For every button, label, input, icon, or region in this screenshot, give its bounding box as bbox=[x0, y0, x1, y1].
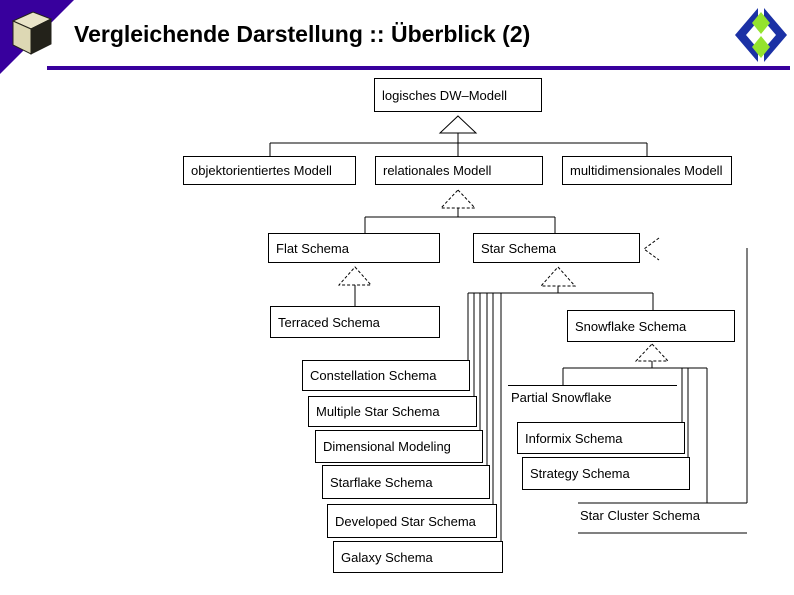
generalization-triangle-dashed bbox=[539, 266, 577, 287]
node-multiple-star-schema: Multiple Star Schema bbox=[308, 396, 477, 427]
node-star-cluster-schema: Star Cluster Schema bbox=[580, 508, 700, 523]
node-label: objektorientiertes Modell bbox=[191, 163, 332, 178]
header-divider bbox=[47, 66, 790, 70]
node-label: Developed Star Schema bbox=[335, 513, 476, 529]
node-label: Partial Snowflake bbox=[511, 390, 612, 405]
node-multidimensionales-modell: multidimensionales Modell bbox=[562, 156, 732, 185]
cube-side-face bbox=[30, 18, 52, 55]
generalization-triangle-dashed bbox=[337, 266, 373, 286]
node-label: Constellation Schema bbox=[310, 368, 437, 383]
logo-left-chevron bbox=[735, 8, 758, 62]
node-strategy-schema: Strategy Schema bbox=[522, 457, 690, 490]
node-label: relationales Modell bbox=[383, 163, 492, 178]
node-label: Flat Schema bbox=[276, 240, 349, 256]
generalization-arrowhead-dashed bbox=[643, 237, 660, 261]
cube-3d-icon bbox=[11, 11, 53, 55]
node-label: Star Cluster Schema bbox=[580, 508, 700, 523]
node-terraced-schema: Terraced Schema bbox=[270, 306, 440, 338]
node-label: Strategy Schema bbox=[530, 466, 630, 481]
node-label: Dimensional Modeling bbox=[323, 439, 451, 454]
node-partial-snowflake: Partial Snowflake bbox=[508, 385, 677, 409]
logo-green-diamond-bottom bbox=[752, 36, 770, 58]
node-snowflake-schema: Snowflake Schema bbox=[567, 310, 735, 342]
node-objektorientiertes-modell: objektorientiertes Modell bbox=[183, 156, 356, 185]
node-developed-star-schema: Developed Star Schema bbox=[327, 504, 497, 538]
node-informix-schema: Informix Schema bbox=[517, 422, 685, 454]
generalization-triangle-dashed bbox=[439, 189, 477, 209]
node-label: Snowflake Schema bbox=[575, 318, 687, 334]
node-flat-schema: Flat Schema bbox=[268, 233, 440, 263]
node-label: logisches DW–Modell bbox=[382, 87, 507, 103]
node-constellation-schema: Constellation Schema bbox=[302, 360, 470, 391]
node-relationales-modell: relationales Modell bbox=[375, 156, 543, 185]
node-label: Terraced Schema bbox=[278, 314, 380, 330]
diamond-brackets-logo-icon bbox=[735, 8, 787, 62]
generalization-triangle-solid bbox=[438, 115, 478, 134]
node-dimensional-modeling: Dimensional Modeling bbox=[315, 430, 483, 463]
page-title: Vergleichende Darstellung :: Überblick (… bbox=[74, 21, 531, 47]
node-label: multidimensionales Modell bbox=[570, 163, 723, 178]
node-label: Star Schema bbox=[481, 240, 557, 256]
logo-green-diamond-top bbox=[752, 12, 770, 34]
node-galaxy-schema: Galaxy Schema bbox=[333, 541, 503, 573]
node-label: Multiple Star Schema bbox=[316, 404, 440, 419]
node-star-schema: Star Schema bbox=[473, 233, 640, 263]
generalization-triangle-dashed bbox=[634, 343, 670, 362]
node-logisches-dw-modell: logisches DW–Modell bbox=[374, 78, 542, 112]
node-label: Galaxy Schema bbox=[341, 549, 433, 565]
node-label: Starflake Schema bbox=[330, 474, 433, 490]
node-starflake-schema: Starflake Schema bbox=[322, 465, 490, 499]
logo-right-chevron bbox=[764, 8, 787, 62]
node-label: Informix Schema bbox=[525, 430, 623, 446]
